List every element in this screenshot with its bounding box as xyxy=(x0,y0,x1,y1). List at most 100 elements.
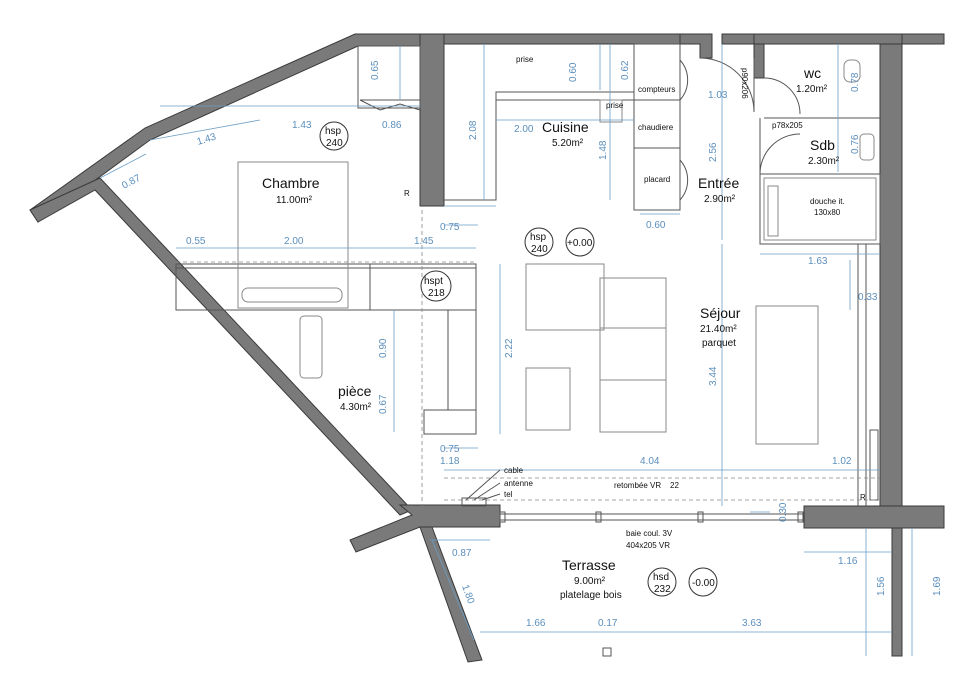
room-name-sejour: Séjour xyxy=(700,305,741,321)
dim-label: 0.65 xyxy=(370,60,381,80)
marker-hsd-terrasse xyxy=(647,567,677,597)
room-area-piece: 4.30m² xyxy=(340,402,372,413)
wall-west-diagonal xyxy=(29,177,413,516)
wall-east xyxy=(879,43,903,507)
wall-terrace-west xyxy=(419,526,483,663)
bed xyxy=(237,161,349,309)
room-name-chambre: Chambre xyxy=(262,175,320,191)
dim-label: 0.87 xyxy=(452,548,472,559)
dim-label: 2.08 xyxy=(468,120,479,140)
leader-tel xyxy=(481,493,501,501)
marker-hsd-terrasse-top: hsd xyxy=(653,572,669,583)
dim-label: 0.60 xyxy=(568,62,579,82)
room-labels: Chambre 11.00m² Cuisine 5.20m² Entrée 2.… xyxy=(262,65,840,601)
dim-label: 1.43 xyxy=(292,120,312,131)
coffee-table xyxy=(525,367,571,431)
wall-south-right xyxy=(803,505,945,529)
room-area-terrasse: 9.00m² xyxy=(574,576,606,587)
dim-label: 0.33 xyxy=(858,292,878,303)
label-cable: cable xyxy=(504,466,524,475)
shower xyxy=(763,177,877,241)
annotations: prise prise compteurs chaudiere placard … xyxy=(404,55,866,550)
fridge xyxy=(599,99,623,123)
wc-bowl xyxy=(843,59,861,83)
outlet-block xyxy=(461,497,487,507)
room-area-entree: 2.90m² xyxy=(704,194,736,205)
label-antenne: antenne xyxy=(504,479,533,488)
room-note-sejour: parquet xyxy=(702,338,736,349)
room-area-sdb: 2.30m² xyxy=(808,156,840,167)
piece-desk xyxy=(299,315,323,379)
dim-label: 1.63 xyxy=(808,256,828,267)
marker-level-terrasse xyxy=(688,567,718,597)
marker-hsp-chambre-top: hsp xyxy=(325,126,342,137)
dim-label: 1.48 xyxy=(598,140,609,160)
partition-piece-bottom xyxy=(423,409,477,435)
label-retombee: retombée VR xyxy=(614,481,661,490)
dim-label: 1.45 xyxy=(414,236,434,247)
label-prise-kitchen: prise xyxy=(606,101,624,110)
height-markers: hsp 240 hsp 240 +0.00 hspt 218 hsd 232 -… xyxy=(319,121,718,597)
dim-label: 0.76 xyxy=(850,134,861,154)
furniture xyxy=(237,59,877,445)
wall-kitchen-chambre xyxy=(419,33,445,207)
sofa-back xyxy=(599,327,667,381)
room-area-cuisine: 5.20m² xyxy=(552,138,584,149)
dim-label: 1.16 xyxy=(838,556,858,567)
dim-label: 1.43 xyxy=(196,132,218,148)
dim-label: 0.30 xyxy=(778,502,789,522)
dashed-lines xyxy=(176,210,880,506)
marker-hspt-piece-bottom: 218 xyxy=(428,288,445,299)
dim-label: 2.56 xyxy=(708,142,719,162)
room-area-sejour: 21.40m² xyxy=(700,324,737,335)
room-name-cuisine: Cuisine xyxy=(542,119,589,135)
dim-label: 3.44 xyxy=(708,366,719,386)
wardrobe-doors xyxy=(359,99,421,111)
terrace-drain xyxy=(602,647,612,657)
cupboard-piece xyxy=(369,263,477,311)
sofa-main xyxy=(599,277,667,433)
label-radiator-chambre: R xyxy=(404,189,410,198)
label-prise-top: prise xyxy=(516,55,534,64)
leader-cable xyxy=(465,469,501,501)
walls xyxy=(29,33,945,663)
dim-label: 2.22 xyxy=(504,338,515,358)
room-area-chambre: 11.00m² xyxy=(276,195,313,206)
leader-antenne xyxy=(473,482,501,501)
marker-hsd-terrasse-bottom: 232 xyxy=(654,584,671,595)
wall-top-middle xyxy=(443,33,681,45)
dim-label: 0.86 xyxy=(382,120,402,131)
partitions xyxy=(175,43,881,506)
dim-label: 4.04 xyxy=(640,456,660,467)
marker-level-terrasse-value: -0.00 xyxy=(692,578,715,589)
dim-label: 0.87 xyxy=(120,173,143,192)
wall-terrace-east xyxy=(891,527,903,657)
baie-post4 xyxy=(499,511,506,523)
dim-label: 1.80 xyxy=(459,583,476,605)
dimension-lines xyxy=(99,44,913,656)
dim-label: 0.17 xyxy=(598,618,618,629)
dimension-labels: 0.65 1.43 1.43 0.86 0.87 2.08 0.60 0.62 … xyxy=(120,60,943,629)
door-sdb-swing xyxy=(759,133,801,175)
dim-label: 2.00 xyxy=(514,124,534,135)
label-door-sdb: p78x205 xyxy=(772,121,803,130)
label-baie-1: baie coul. 3V xyxy=(626,529,673,538)
room-name-terrasse: Terrasse xyxy=(562,557,616,573)
room-name-wc: wc xyxy=(803,65,821,81)
sink xyxy=(859,133,875,161)
baie-post3 xyxy=(797,511,804,523)
label-placard: placard xyxy=(644,175,670,184)
label-baie-2: 404x205 VR xyxy=(626,541,670,550)
room-name-entree: Entrée xyxy=(698,175,739,191)
dim-label: 1.69 xyxy=(932,576,943,596)
wall-entree-top-right xyxy=(721,33,755,45)
bed-pillow xyxy=(241,287,343,303)
label-retombee-val: 22 xyxy=(670,481,679,490)
label-door-entree: p90x206 xyxy=(740,68,749,99)
label-compteurs: compteurs xyxy=(638,85,675,94)
dim-label: 2.00 xyxy=(284,236,304,247)
baie xyxy=(461,497,804,657)
wardrobe-chambre xyxy=(357,45,421,109)
marker-level-sejour-value: +0.00 xyxy=(567,238,593,249)
dim-label: 3.63 xyxy=(742,618,762,629)
